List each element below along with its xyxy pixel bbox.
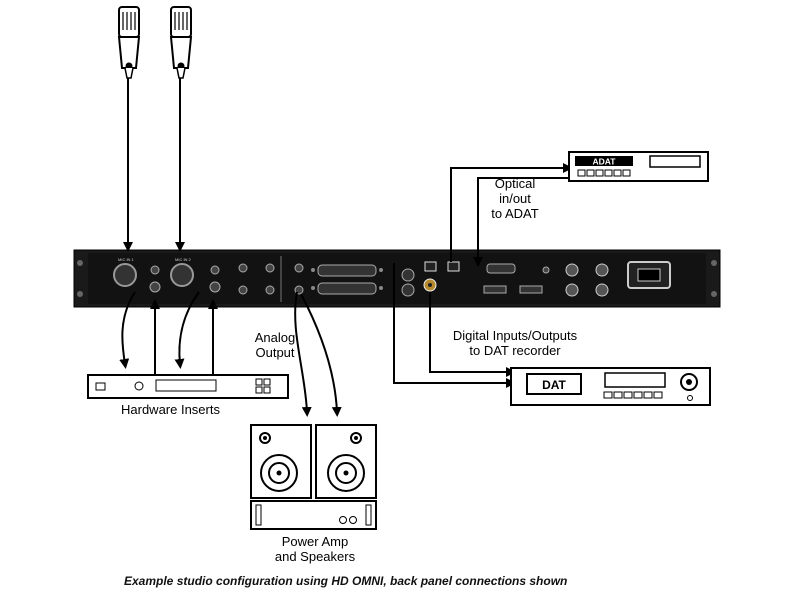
speaker-left [250,424,312,499]
dat-digital-in-cable [429,292,516,377]
adat-optical-out-cable [450,163,573,262]
power-amp [250,500,377,530]
microphone-left [117,6,141,79]
analog-output-cable-right [300,293,342,417]
optical-label-line-2: in/out [499,191,531,206]
dat-label: DAT [542,378,566,392]
power-amp-label: Power Amp and Speakers [256,534,374,564]
hd-omni-back-panel: MIC IN 1 MIC IN 2 [73,249,721,308]
analog-output-label-line-1: Analog [254,330,296,345]
svg-text:MIC IN 2: MIC IN 2 [175,257,192,262]
insert-send-cable-2 [174,291,200,369]
optical-label-line-3: to ADAT [491,206,539,221]
digital-io-label-line-2: to DAT recorder [469,343,561,358]
adat-label: ADAT [593,157,617,167]
digital-io-label: Digital Inputs/Outputs to DAT recorder [430,328,600,358]
analog-output-label: Analog Output [246,330,304,360]
dat-device: DAT [510,367,711,406]
dat-digital-out-cable [393,263,516,388]
analog-output-label-line-2: Output [255,345,295,360]
svg-text:MIC IN 1: MIC IN 1 [118,257,135,262]
analog-output-cable-left [294,291,312,417]
adat-optical-in-cable [473,177,568,267]
optical-label: Optical in/out to ADAT [478,176,552,221]
insert-send-cable-1 [119,291,136,369]
power-amp-label-line-2: and Speakers [274,549,356,564]
adat-device: ADAT [568,151,709,182]
hardware-insert-device [87,374,289,399]
hardware-inserts-label: Hardware Inserts [121,402,220,417]
figure-caption: Example studio configuration using HD OM… [124,574,568,588]
speaker-right [315,424,377,499]
microphone-right [169,6,193,79]
optical-label-line-1: Optical [494,176,536,191]
digital-io-label-line-1: Digital Inputs/Outputs [452,328,578,343]
power-amp-label-line-1: Power Amp [281,534,349,549]
